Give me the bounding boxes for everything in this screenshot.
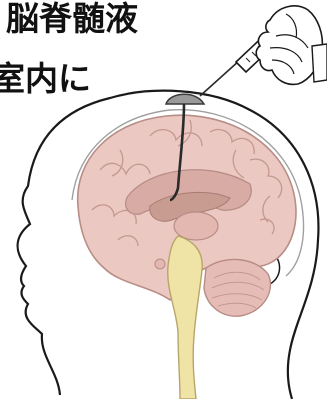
thalamus [174,212,218,240]
syringe-needle [200,60,240,96]
hand [256,6,322,84]
cuff [312,44,327,82]
pituitary [155,259,165,269]
